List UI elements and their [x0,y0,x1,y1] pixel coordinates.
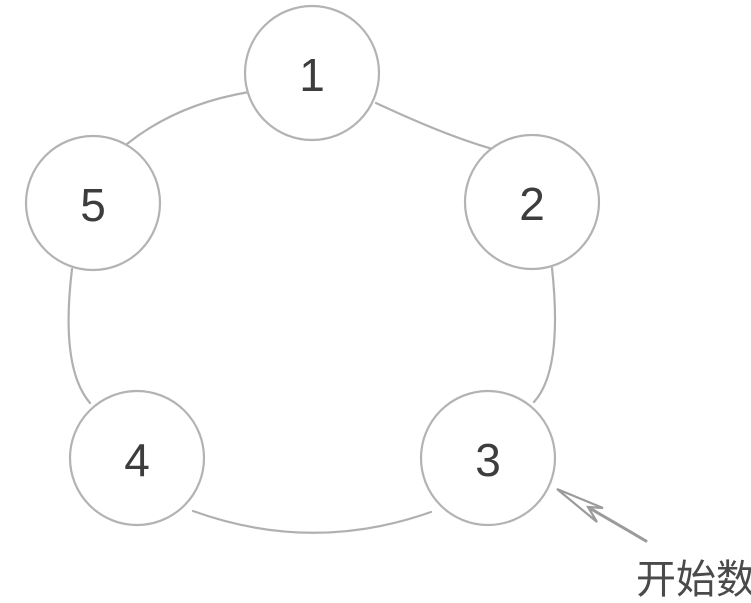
node-group-4[interactable]: 4 [68,389,206,527]
edge-1-to-2 [374,101,506,154]
node-circle-4[interactable] [68,389,206,527]
node-circle-3[interactable] [419,389,557,527]
node-circle-1[interactable] [243,4,381,142]
node-group-2[interactable]: 2 [463,133,601,271]
node-group-5[interactable]: 5 [24,134,162,272]
start-pointer-caption: 开始数 [636,558,751,602]
node-label-3: 3 [475,434,501,486]
edge-3-to-4 [191,509,433,534]
node-circle-5[interactable] [24,134,162,272]
node-label-1: 1 [299,49,325,101]
node-label-4: 4 [124,434,150,486]
node-group-1[interactable]: 1 [243,4,381,142]
arrow-head-icon [556,487,604,523]
node-group-3[interactable]: 3 [419,389,557,527]
node-label-5: 5 [80,179,106,231]
node-label-2: 2 [519,178,545,230]
pointer-shaft-line [584,504,648,543]
edge-4-to-5 [67,267,92,405]
start-pointer-annotation [556,487,648,543]
node-circle-2[interactable] [463,133,601,271]
edge-2-to-3 [532,266,557,404]
edge-5-to-1 [119,90,251,151]
